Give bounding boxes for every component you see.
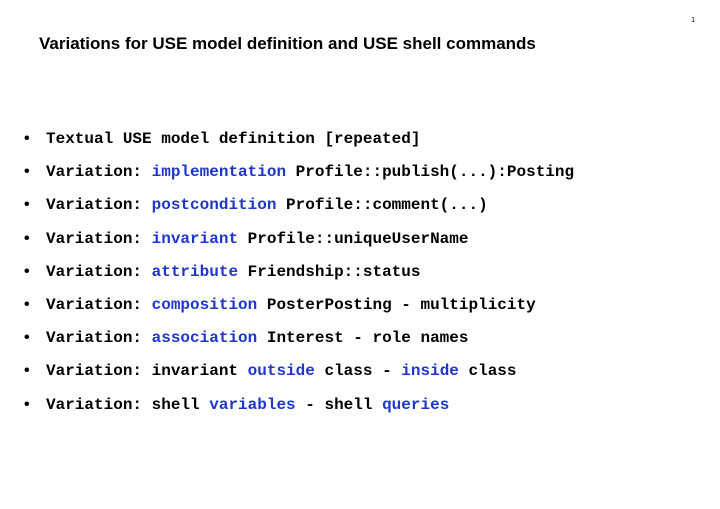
bullet-segment: Textual USE model definition [repeated] <box>46 130 421 148</box>
bullet-keyword: invariant <box>151 229 239 248</box>
bullet-keyword: inside <box>401 362 459 381</box>
bullet-keyword: attribute <box>151 262 239 281</box>
bullet-segment: class - <box>314 362 402 381</box>
bullet-segment: - shell <box>295 395 383 414</box>
bullet-dot-icon: • <box>24 196 30 214</box>
bullet-segment: Profile::publish(...):Posting <box>286 163 575 182</box>
bullet-keyword: variables <box>209 395 296 414</box>
bullet-segment: Variation: <box>46 229 152 248</box>
bullet-dot-icon: • <box>24 262 30 280</box>
bullet-text: Variation: shell variables - shell queri… <box>46 396 449 414</box>
bullet-text: Variation: invariant outside class - ins… <box>46 362 517 380</box>
page-number: 1 <box>691 17 695 24</box>
bullet-segment: Variation: <box>46 329 152 348</box>
bullet-keyword: queries <box>382 395 450 414</box>
bullet-item: • Textual USE model definition [repeated] <box>24 130 574 163</box>
bullet-segment: Variation: <box>46 196 152 215</box>
bullet-segment: Variation: <box>46 163 152 182</box>
slide-title: Variations for USE model definition and … <box>39 34 536 53</box>
bullet-dot-icon: • <box>24 130 30 147</box>
bullet-item: • Variation: shell variables - shell quer… <box>24 396 574 429</box>
bullet-dot-icon: • <box>24 329 30 347</box>
bullet-text: Variation: invariant Profile::uniqueUser… <box>46 230 468 248</box>
bullet-segment: PosterPosting - multiplicity <box>257 295 536 314</box>
bullet-keyword: postcondition <box>151 196 277 215</box>
bullet-item: • Variation: composition PosterPosting - … <box>24 296 574 329</box>
bullet-segment: class <box>458 362 517 381</box>
bullet-segment: Variation: <box>46 295 152 314</box>
bullet-segment: Variation: shell <box>46 395 210 414</box>
bullet-keyword: implementation <box>151 163 287 182</box>
bullet-segment: Friendship::status <box>238 262 421 281</box>
bullet-dot-icon: • <box>24 229 30 247</box>
bullet-keyword: association <box>151 329 258 348</box>
bullet-item: • Variation: invariant Profile::uniqueUse… <box>24 230 574 263</box>
bullet-item: • Variation: association Interest - role … <box>24 329 574 362</box>
bullet-text: Variation: implementation Profile::publi… <box>46 163 574 181</box>
bullet-item: • Variation: implementation Profile::publ… <box>24 163 574 196</box>
bullet-item: • Variation: postcondition Profile::comme… <box>24 196 574 229</box>
bullet-segment: Profile::comment(...) <box>276 196 488 215</box>
bullet-dot-icon: • <box>24 362 30 380</box>
bullet-segment: Variation: invariant <box>46 362 248 381</box>
bullet-text: Textual USE model definition [repeated] <box>46 130 420 148</box>
bullet-text: Variation: composition PosterPosting - m… <box>46 296 536 314</box>
bullet-keyword: composition <box>151 295 258 314</box>
bullet-text: Variation: attribute Friendship::status <box>46 263 420 281</box>
bullet-dot-icon: • <box>24 295 30 313</box>
bullet-segment: Variation: <box>46 262 152 281</box>
bullet-segment: Interest - role names <box>257 329 469 348</box>
bullet-list: • Textual USE model definition [repeated]… <box>24 130 574 429</box>
bullet-text: Variation: postcondition Profile::commen… <box>46 196 488 214</box>
bullet-dot-icon: • <box>24 395 30 413</box>
bullet-text: Variation: association Interest - role n… <box>46 329 468 347</box>
bullet-segment: Profile::uniqueUserName <box>238 229 469 248</box>
bullet-dot-icon: • <box>24 163 30 181</box>
bullet-item: • Variation: attribute Friendship::status <box>24 263 574 296</box>
bullet-item: • Variation: invariant outside class - in… <box>24 362 574 395</box>
bullet-keyword: outside <box>247 362 315 381</box>
